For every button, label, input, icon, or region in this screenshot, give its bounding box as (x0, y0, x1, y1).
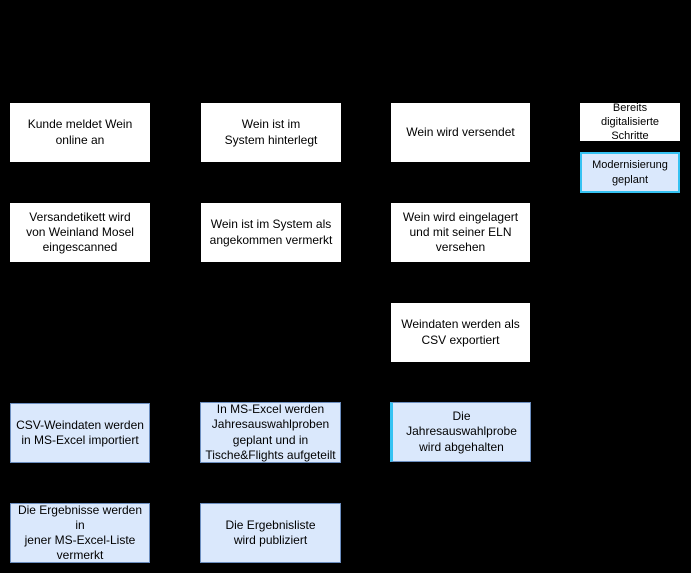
node-die-ergebnisse-werden-in-jener-ms-excel-li[interactable]: Die Ergebnisse werden in jener MS-Excel-… (10, 503, 150, 563)
node-weindaten-werden-als-csv-exportiert[interactable]: Weindaten werden als CSV exportiert (391, 303, 530, 362)
legend-bereits-digitalisierte-schritte[interactable]: Bereits digitalisierte Schritte (580, 102, 680, 142)
node-die-ergebnisliste-wird-publiziert[interactable]: Die Ergebnisliste wird publiziert (200, 503, 341, 563)
node-wein-ist-im-system-hinterlegt[interactable]: Wein ist im System hinterlegt (201, 103, 341, 162)
node-wein-wird-versendet[interactable]: Wein wird versendet (391, 103, 530, 162)
node-csv-weindaten-werden-in-ms-excel-importier[interactable]: CSV-Weindaten werden in MS-Excel importi… (10, 403, 150, 463)
node-in-ms-excel-werden-jahresauswahlproben-gep[interactable]: In MS-Excel werden Jahresauswahlproben g… (200, 402, 341, 463)
legend-modernisierung-geplant[interactable]: Modernisierung geplant (580, 152, 680, 193)
node-versandetikett-wird-von-weinland-mosel-ein[interactable]: Versandetikett wird von Weinland Mosel e… (10, 203, 150, 262)
node-die-jahresauswahlprobe-wird-abgehalten[interactable]: Die Jahresauswahlprobe wird abgehalten (390, 402, 531, 462)
node-kunde-meldet-wein-online-an[interactable]: Kunde meldet Wein online an (10, 103, 150, 162)
node-wein-ist-im-system-als-angekommen-vermerkt[interactable]: Wein ist im System als angekommen vermer… (201, 203, 341, 262)
node-wein-wird-eingelagert-und-mit-seiner-eln-v[interactable]: Wein wird eingelagert und mit seiner ELN… (391, 203, 530, 262)
